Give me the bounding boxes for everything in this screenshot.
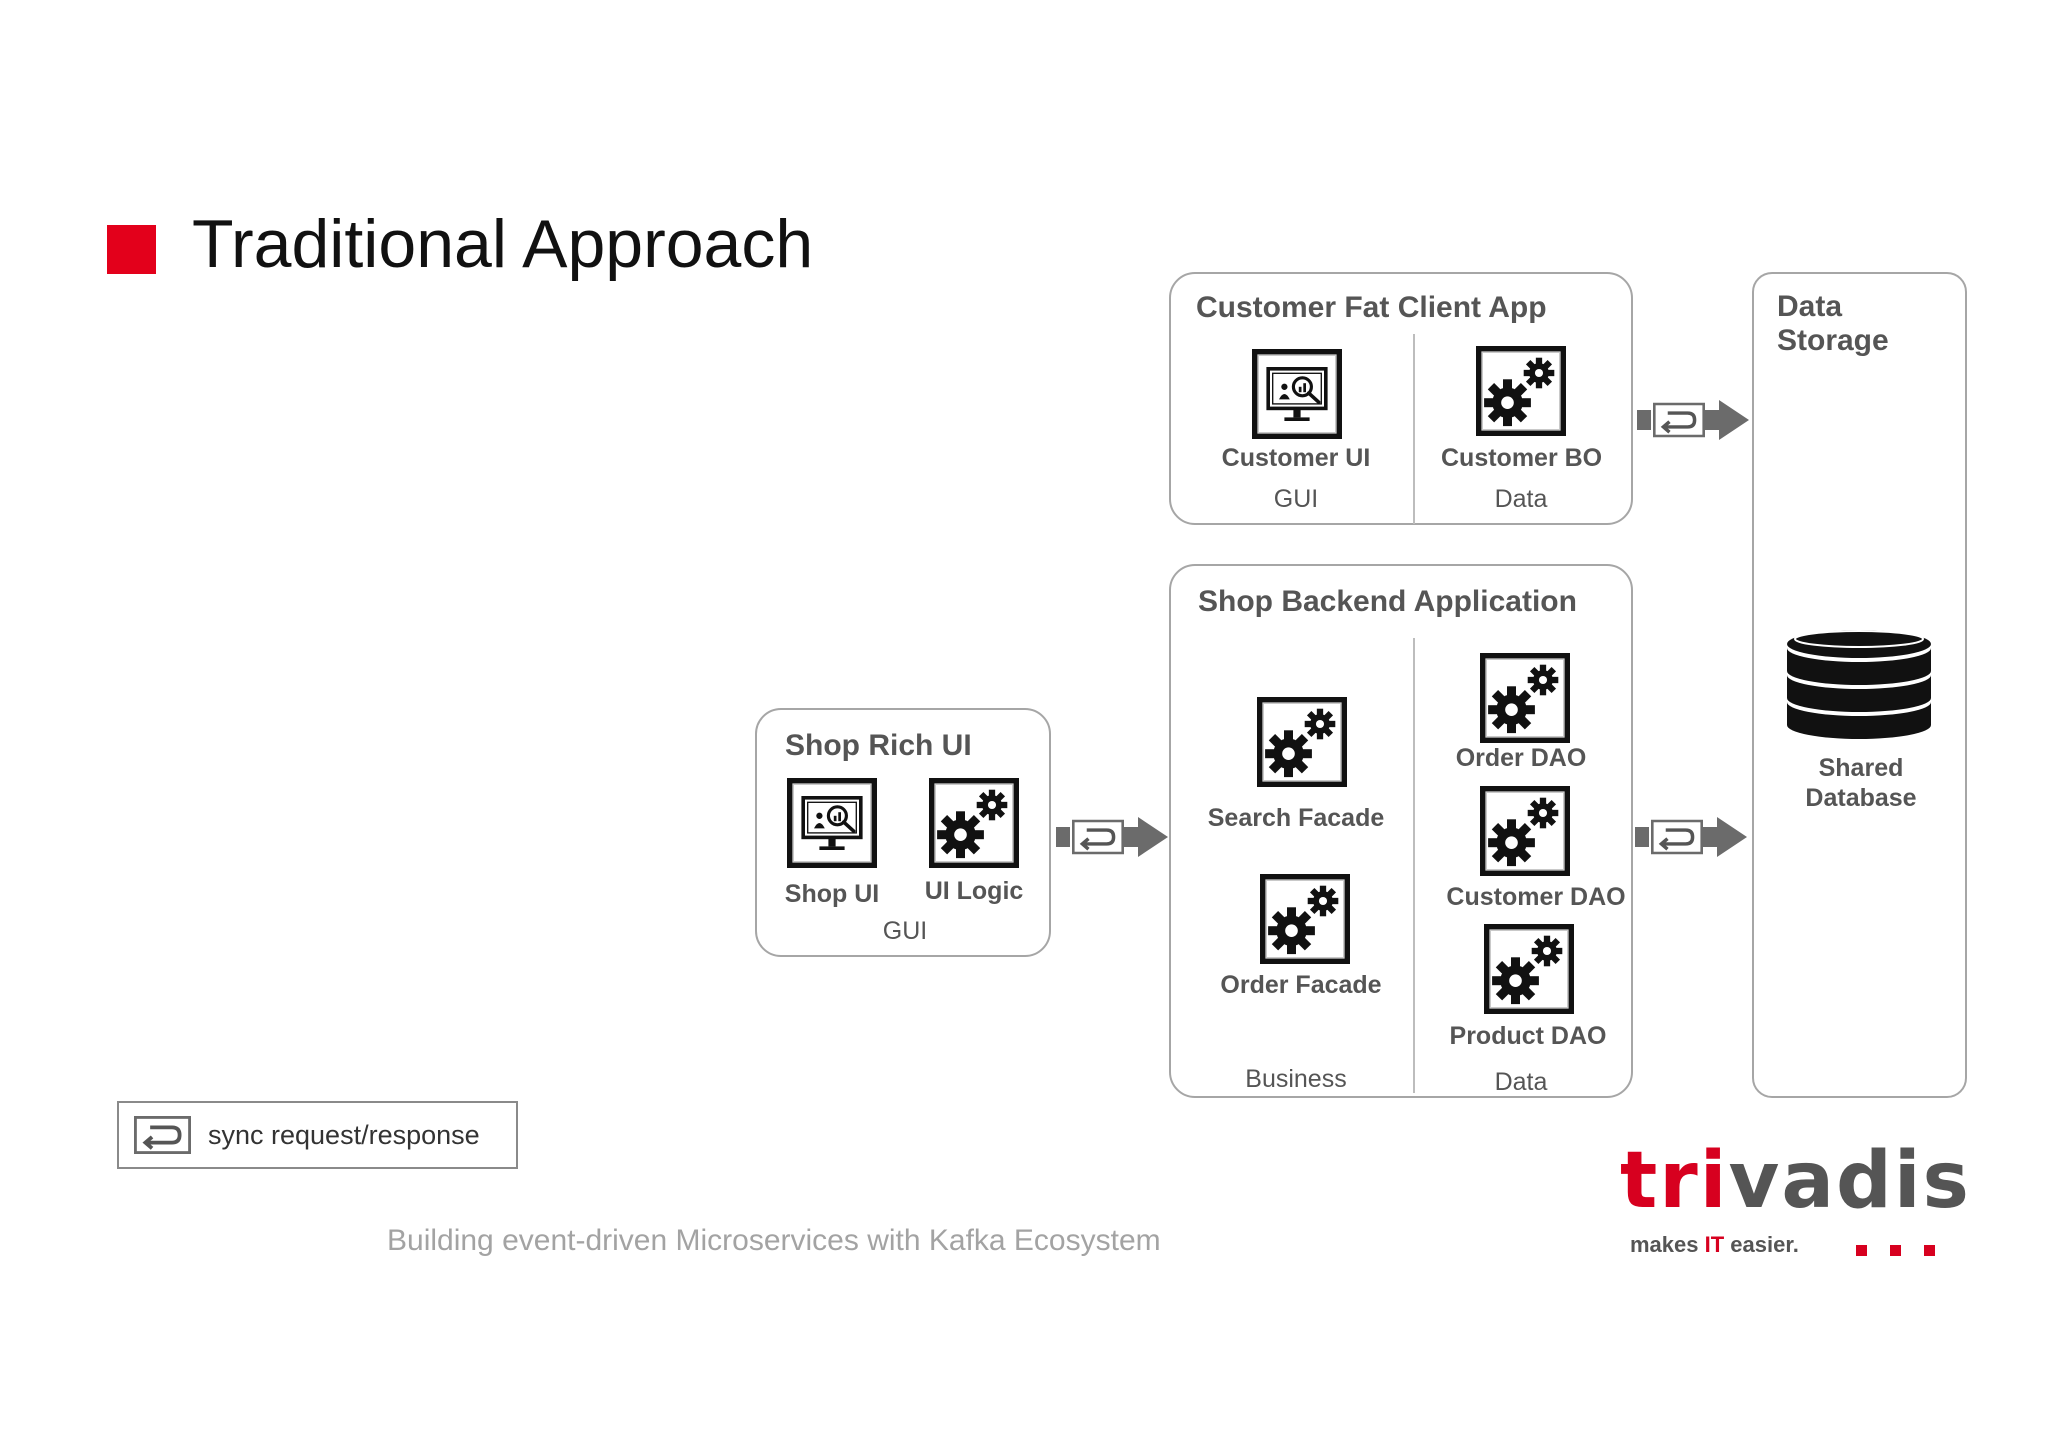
page-title: Traditional Approach — [192, 206, 814, 282]
data-storage-title-line2: Storage — [1777, 324, 1889, 357]
product-dao-label: Product DAO — [1449, 1022, 1607, 1050]
data-storage-box: Data Storage Shared Database — [1752, 272, 1967, 1098]
business-layer-label: Business — [1245, 1065, 1347, 1093]
customer-ui-monitor-icon — [1252, 349, 1342, 439]
customer-fat-client-app-box: Customer Fat Client App Customer UI GUI … — [1169, 272, 1633, 525]
customer-dao-gears-icon — [1480, 786, 1570, 876]
search-facade-gears-icon — [1257, 697, 1347, 787]
customer-bo-layer-label: Data — [1494, 485, 1548, 513]
trivadis-logo: trivadis makes IT easier. — [1620, 1136, 1969, 1261]
database-icon — [1787, 630, 1931, 739]
customer-dao-label: Customer DAO — [1446, 883, 1626, 911]
customer-ui-label: Customer UI — [1221, 444, 1371, 472]
order-facade-label: Order Facade — [1220, 971, 1382, 999]
data-layer-label: Data — [1494, 1068, 1548, 1096]
data-storage-title-line1: Data — [1777, 290, 1843, 323]
sync-request-response-icon — [134, 1115, 191, 1155]
sync-arrow-backend-to-storage — [1635, 817, 1747, 857]
shared-database-label-line2: Database — [1805, 784, 1917, 812]
customer-app-title: Customer Fat Client App — [1196, 291, 1547, 324]
ui-logic-gears-icon — [929, 778, 1019, 868]
legend-label: sync request/response — [208, 1120, 480, 1150]
sync-arrow-customer-to-storage — [1637, 400, 1749, 440]
shop-backend-application-box: Shop Backend Application Search Facade O… — [1169, 564, 1633, 1098]
shared-database-label-line1: Shared — [1818, 754, 1904, 782]
product-dao-gears-icon — [1484, 924, 1574, 1014]
shop-rich-ui-box: Shop Rich UI Shop UI UI Logic GUI — [755, 708, 1051, 957]
shop-rich-ui-title: Shop Rich UI — [785, 729, 972, 762]
trivadis-logo-wordmark: trivadis — [1620, 1136, 1971, 1226]
legend-box: sync request/response — [117, 1101, 518, 1169]
sync-arrow-ui-to-backend — [1056, 817, 1168, 857]
shop-ui-label: Shop UI — [784, 880, 880, 908]
order-dao-gears-icon — [1480, 653, 1570, 743]
trivadis-logo-tagline: makes IT easier. — [1630, 1232, 1799, 1257]
footer-text: Building event-driven Microservices with… — [387, 1224, 1161, 1257]
title-bullet — [107, 225, 156, 274]
shop-backend-divider — [1413, 638, 1415, 1093]
search-facade-label: Search Facade — [1207, 804, 1385, 832]
customer-bo-label: Customer BO — [1441, 444, 1603, 472]
customer-ui-layer-label: GUI — [1273, 485, 1319, 513]
order-facade-gears-icon — [1260, 874, 1350, 964]
ui-logic-label: UI Logic — [924, 877, 1024, 905]
order-dao-label: Order DAO — [1455, 744, 1587, 772]
customer-app-divider — [1413, 334, 1415, 524]
customer-bo-gears-icon — [1476, 346, 1566, 436]
shop-backend-title: Shop Backend Application — [1198, 585, 1577, 618]
shop-ui-monitor-icon — [787, 778, 877, 868]
trivadis-logo-dots — [1856, 1243, 1935, 1261]
shop-rich-ui-layer-label: GUI — [882, 917, 928, 945]
